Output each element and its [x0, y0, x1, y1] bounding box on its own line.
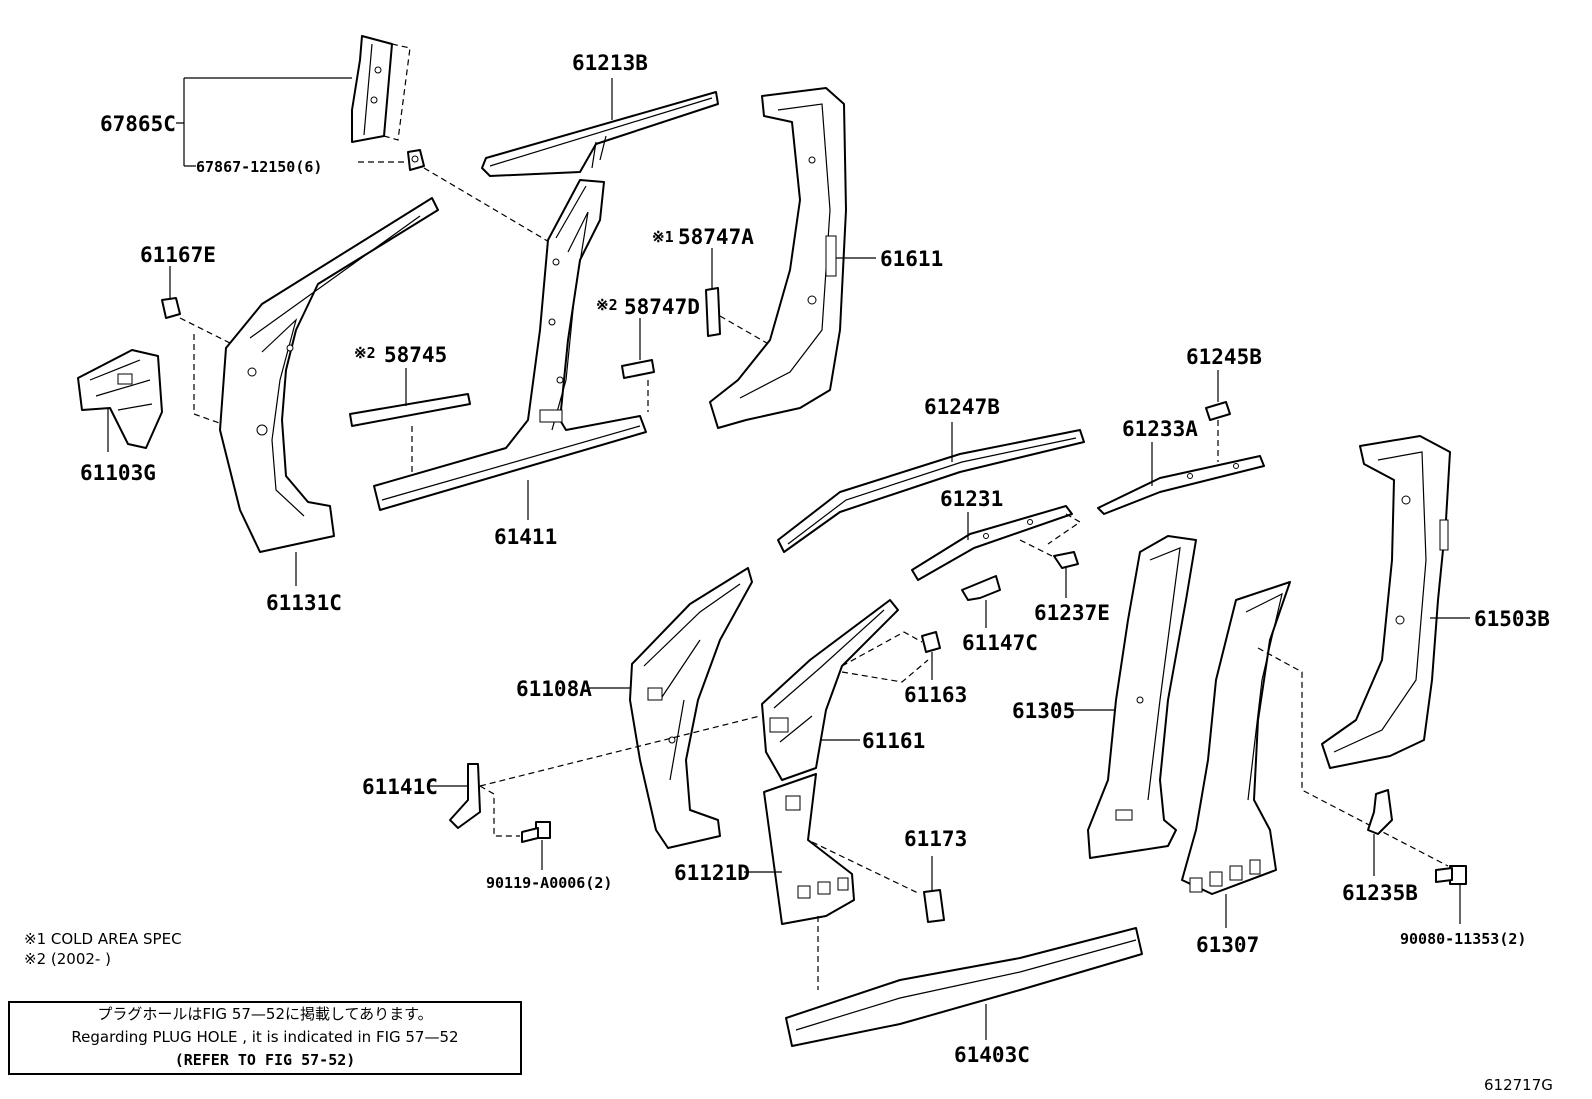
label-61231: 61231: [940, 487, 1003, 511]
reference-refer-to: (REFER TO FIG 57-52): [174, 1051, 356, 1069]
label-61121D: 61121D: [674, 861, 750, 885]
part-61235B-shape: [1367, 789, 1393, 835]
part-61247B-shape: [777, 429, 1085, 553]
part-61237E-shape: [1053, 551, 1079, 569]
note-cold-area-spec: ※1 COLD AREA SPEC: [24, 930, 182, 948]
label-61141C: 61141C: [362, 775, 438, 799]
label-61131C: 61131C: [266, 591, 342, 615]
label-90119-A0006: 90119-A0006(2): [486, 874, 612, 892]
part-61121D-shape: [763, 773, 855, 925]
label-61403C: 61403C: [954, 1043, 1030, 1067]
part-61231-shape: [911, 505, 1073, 581]
label-61235B: 61235B: [1342, 881, 1418, 905]
label-61247B: 61247B: [924, 395, 1000, 419]
part-90119-shape: [521, 821, 551, 843]
part-61131C-shape: [219, 197, 439, 553]
part-61167E-shape: [161, 297, 181, 319]
label-58745: 58745: [384, 343, 447, 367]
mark-2002-b: ※2: [354, 344, 376, 362]
label-61503B: 61503B: [1474, 607, 1550, 631]
part-61305-shape: [1087, 535, 1197, 859]
part-61161-shape: [761, 599, 899, 781]
label-61161: 61161: [862, 729, 925, 753]
part-61213B-shape: [481, 91, 719, 177]
note-year-range: ※2 (2002- ): [24, 950, 111, 968]
part-61411-shape: [373, 179, 647, 511]
part-61147C-shape: [961, 575, 1001, 601]
label-61611: 61611: [880, 247, 943, 271]
clip-67867-shape: [407, 149, 425, 171]
part-61245B-shape: [1205, 401, 1231, 421]
part-61141C-shape: [449, 763, 481, 829]
label-61103G: 61103G: [80, 461, 156, 485]
label-90080-11353: 90080-11353(2): [1400, 930, 1526, 948]
part-61163-shape: [921, 631, 941, 653]
label-67867-12150: 67867-12150(6): [196, 158, 322, 176]
part-61611-shape: [709, 87, 847, 429]
part-61103G-shape: [77, 349, 163, 449]
label-61237E: 61237E: [1034, 601, 1110, 625]
part-90080-shape: [1435, 865, 1467, 885]
part-58747D-shape: [621, 359, 655, 379]
label-61233A: 61233A: [1122, 417, 1198, 441]
part-58747A-shape: [705, 287, 721, 337]
reference-japanese: プラグホールはFIG 57—52に掲載してあります。: [97, 1005, 433, 1023]
figure-id: 612717G: [1484, 1076, 1553, 1094]
label-58747A: 58747A: [678, 225, 754, 249]
label-61411: 61411: [494, 525, 557, 549]
label-61173: 61173: [904, 827, 967, 851]
mark-2002-a: ※2: [596, 296, 618, 314]
part-61307-shape: [1181, 581, 1291, 895]
part-58745-shape: [349, 393, 471, 427]
label-61167E: 61167E: [140, 243, 216, 267]
mark-cold-area: ※1: [652, 228, 674, 246]
part-61503B-shape: [1321, 435, 1451, 769]
label-61307: 61307: [1196, 933, 1259, 957]
label-61213B: 61213B: [572, 51, 648, 75]
label-61147C: 61147C: [962, 631, 1038, 655]
part-61233A-shape: [1097, 455, 1265, 515]
part-67865C-shape: [351, 35, 411, 143]
label-61245B: 61245B: [1186, 345, 1262, 369]
reference-english: Regarding PLUG HOLE , it is indicated in…: [71, 1028, 459, 1046]
part-61403C-shape: [785, 927, 1143, 1047]
leader-67865C: [176, 77, 352, 167]
plug-hole-reference-box: プラグホールはFIG 57—52に掲載してあります。 Regarding PLU…: [8, 1001, 522, 1075]
label-58747D: 58747D: [624, 295, 700, 319]
label-61305: 61305: [1012, 699, 1075, 723]
part-61173-shape: [923, 889, 945, 923]
label-61163: 61163: [904, 683, 967, 707]
part-61108A-shape: [629, 567, 753, 849]
label-67865C: 67865C: [100, 112, 176, 136]
label-61108A: 61108A: [516, 677, 592, 701]
